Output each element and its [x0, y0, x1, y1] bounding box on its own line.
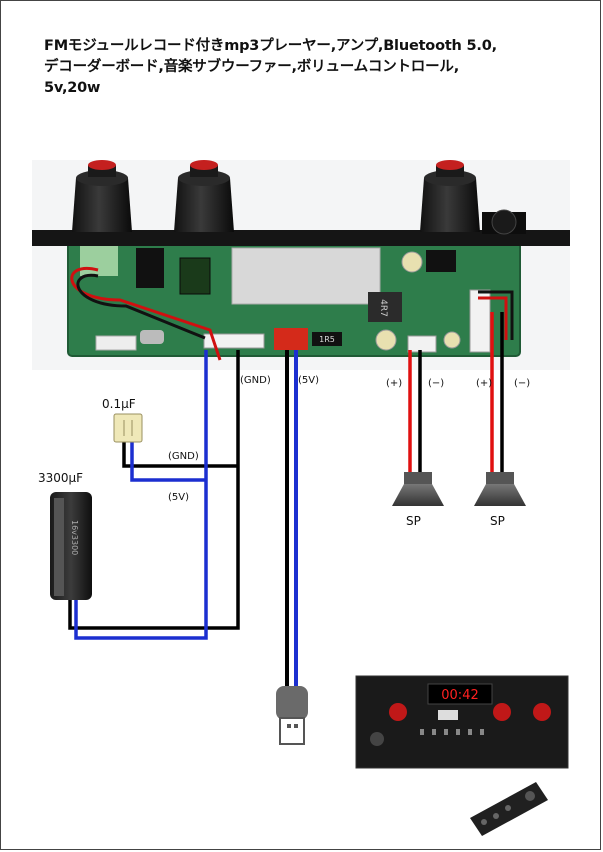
page-title: FMモジュールレコード付きmp3プレーヤー,アンプ,Bluetooth 5.0,…: [44, 36, 584, 99]
speaker-wires: [408, 312, 504, 472]
label-spk-left-plus: (+): [386, 378, 402, 389]
title-line-3: 5v,20w: [44, 80, 101, 96]
speaker-left-icon: [392, 472, 444, 506]
front-panel: [32, 230, 570, 246]
module-photo: 00:42: [355, 675, 569, 769]
label-sp-left: SP: [406, 514, 421, 528]
knob-right-icon: [420, 160, 480, 232]
label-cap-small: 0.1μF: [102, 397, 136, 411]
resistor-code: 1R5: [319, 335, 335, 344]
capacitor-wires: [68, 350, 240, 640]
remote-control-icon: [470, 782, 548, 836]
electrolytic-capacitor-icon: 16v3300: [50, 492, 92, 600]
title-line-2: デコーダーボード,音楽サブウーファー,ボリュームコントロール,: [44, 59, 460, 75]
inductor: [368, 292, 402, 322]
usb-power-wires: [285, 350, 298, 688]
title-line-1: FMモジュールレコード付きmp3プレーヤー,アンプ,Bluetooth 5.0,: [44, 38, 497, 54]
speaker-left-connector: [407, 335, 437, 353]
power-connector: [274, 328, 308, 350]
label-spk-left-minus: (−): [428, 378, 444, 389]
svg-text:16v3300: 16v3300: [70, 520, 79, 555]
knob-left-icon: [72, 160, 132, 232]
label-cap-small-5v: (5V): [168, 492, 189, 503]
speaker-right-icon: [474, 472, 526, 506]
audio-jack-icon: [482, 209, 526, 235]
label-cap-large: 3300μF: [38, 471, 83, 485]
label-cap-small-gnd: (GND): [168, 451, 199, 462]
knob-middle-icon: [174, 160, 234, 232]
amplifier-board-photo: 4R7 1R5: [32, 160, 570, 370]
label-spk-right-minus: (−): [514, 378, 530, 389]
label-spk-right-plus: (+): [476, 378, 492, 389]
label-sp-right: SP: [490, 514, 505, 528]
speaker-right-connector: [469, 289, 491, 353]
label-board-gnd: (GND): [240, 375, 271, 386]
module-display: 00:42: [441, 688, 478, 703]
ceramic-capacitor-icon: [113, 413, 143, 443]
usb-plug-icon: [276, 686, 308, 745]
inductor-code: 4R7: [378, 299, 388, 317]
label-board-5v: (5V): [298, 375, 319, 386]
